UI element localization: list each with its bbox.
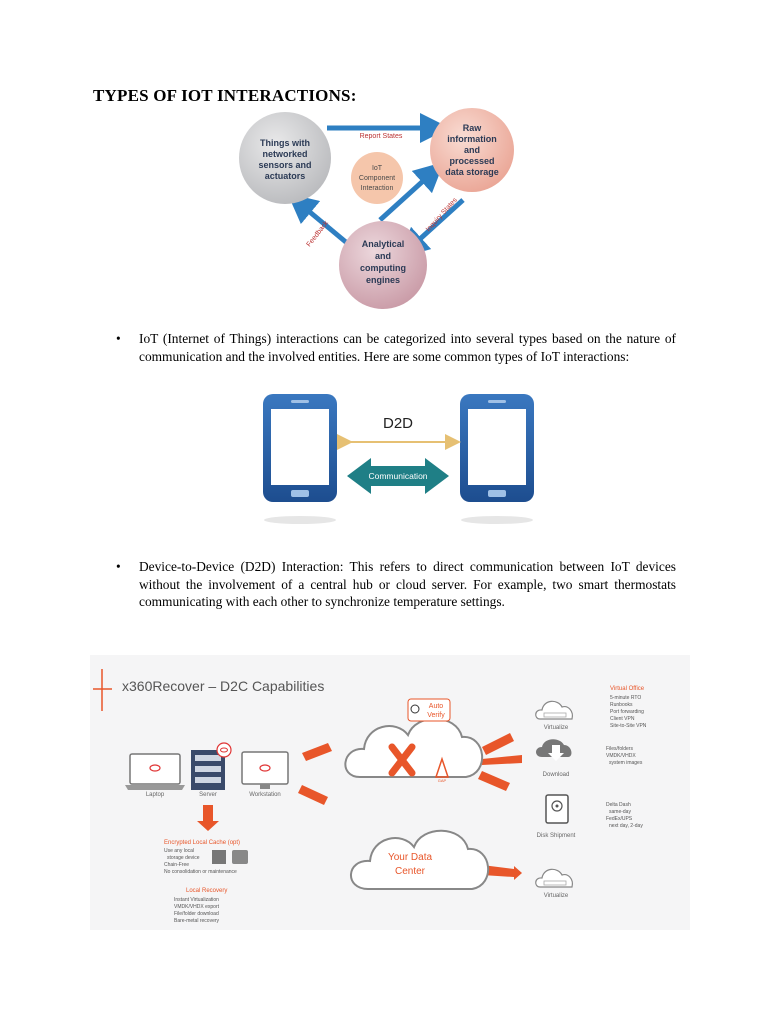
storage-line: and xyxy=(464,145,480,155)
center-line: IoT xyxy=(372,165,383,172)
virtualize-cloud-icon xyxy=(535,868,573,888)
center-line: Component xyxy=(359,175,395,182)
local-recovery-title: Local Recovery xyxy=(186,888,227,894)
storage-line: data storage xyxy=(445,167,499,177)
gap-logo xyxy=(434,756,450,778)
bullet-text: IoT (Internet of Things) interactions ca… xyxy=(139,331,676,364)
download-arrow-icon xyxy=(548,745,564,761)
right-item-label: Disk Shipment xyxy=(537,833,576,839)
things-node xyxy=(239,112,331,204)
inquiry-states-label: Inquiry States xyxy=(425,196,459,233)
right-item-label: Virtualize xyxy=(544,725,569,731)
bullet-item-intro: • IoT (Internet of Things) interactions … xyxy=(116,330,676,365)
virtualize-cloud-icon xyxy=(543,712,567,718)
bullet-text: Device-to-Device (D2D) Interaction: This… xyxy=(139,559,676,609)
device-label: Server xyxy=(199,792,217,798)
analytics-to-storage-arrow xyxy=(378,161,445,222)
storage-line: Raw xyxy=(463,123,483,133)
virtual-office-item: Runbooks xyxy=(610,702,633,708)
bullet-marker: • xyxy=(116,331,121,346)
device-label: Laptop xyxy=(146,792,165,798)
analytics-line: and xyxy=(375,251,391,261)
cache-item: No consolidation or maintenance xyxy=(164,869,237,875)
download-item: Files/folders xyxy=(606,746,633,752)
disk-item: Delta Dash xyxy=(606,802,631,808)
data-center-cloud-icon xyxy=(350,829,489,890)
workstation-icon xyxy=(241,751,289,789)
communication-label: Communication xyxy=(368,471,427,481)
download-item: system images xyxy=(609,760,643,766)
center-line: Interaction xyxy=(361,185,394,192)
cache-item: Chain-Free xyxy=(164,862,189,868)
flow-arrows xyxy=(197,733,522,880)
x360-title: x360Recover – D2C Capabilities xyxy=(122,678,324,694)
bullet-marker: • xyxy=(116,559,121,574)
virtual-office-item: Site-to-Site VPN xyxy=(610,723,647,729)
disk-item: same-day xyxy=(609,809,631,815)
virtualize-cloud-icon xyxy=(535,700,573,720)
page-heading: TYPES OF IOT INTERACTIONS: xyxy=(93,86,357,105)
phone-icon xyxy=(460,394,534,524)
data-center-line: Center xyxy=(395,866,426,877)
communication-arrow xyxy=(347,458,449,494)
things-line: networked xyxy=(262,149,307,159)
x360-logo xyxy=(388,743,416,777)
local-recovery-item: VMDK/VHDX export xyxy=(174,904,220,910)
data-center-line: Your Data xyxy=(388,852,433,863)
local-recovery-item: File/folder download xyxy=(174,911,219,917)
storage-node xyxy=(430,108,514,192)
cache-item: Use any local xyxy=(164,848,194,854)
disk-item: next day, 2-day xyxy=(609,823,643,829)
laptop-icon xyxy=(125,753,185,790)
server-icon xyxy=(191,742,232,790)
lock-icon xyxy=(410,704,420,714)
things-line: sensors and xyxy=(258,160,311,170)
bottom-virtualize-label: Virtualize xyxy=(544,893,569,899)
local-recovery-item: Bare-metal recovery xyxy=(174,918,220,924)
x360recover-diagram: x360Recover – D2C Capabilities Laptop Se… xyxy=(90,655,690,930)
cache-title: Encrypted Local Cache (opt) xyxy=(164,840,240,846)
device-label: Workstation xyxy=(249,792,281,798)
analytics-line: engines xyxy=(366,275,400,285)
virtualize-cloud-icon xyxy=(543,880,567,886)
virtual-office-item: Port forwarding xyxy=(610,709,644,715)
storage-line: information xyxy=(447,134,497,144)
iot-interactions-diagram: Report States Feedback Inquiry States Th… xyxy=(239,108,514,309)
bullet-item-d2d: • Device-to-Device (D2D) Interaction: Th… xyxy=(116,558,676,611)
right-item-label: Download xyxy=(543,772,570,778)
disk-icon xyxy=(545,794,569,824)
things-line: actuators xyxy=(265,171,306,181)
local-recovery-item: Instant Virtualization xyxy=(174,897,219,903)
d2d-label: D2D xyxy=(383,415,413,432)
storage-line: processed xyxy=(449,156,494,166)
center-node xyxy=(351,152,403,204)
auto-verify-line: Verify xyxy=(427,712,445,719)
d2d-diagram: D2D Communication xyxy=(263,394,534,524)
drive-icon xyxy=(232,850,248,864)
cache-item: storage device xyxy=(167,855,200,861)
feedback-arrow xyxy=(287,193,355,250)
download-item: VMDK/VHDX xyxy=(606,753,636,759)
storage-device-icon xyxy=(212,850,226,864)
analytics-node xyxy=(339,221,427,309)
virtual-office-title: Virtual Office xyxy=(610,686,645,692)
analytics-line: computing xyxy=(360,263,406,273)
phone-icon xyxy=(263,394,337,524)
analytics-line: Analytical xyxy=(362,239,405,249)
virtual-office-item: Client VPN xyxy=(610,716,635,722)
virtual-office-item: 5-minute RTO xyxy=(610,695,641,701)
disk-item: FedEx/UPS xyxy=(606,816,633,822)
report-states-label: Report States xyxy=(360,133,403,140)
feedback-label: Feedback xyxy=(306,219,331,248)
auto-verify-badge xyxy=(407,698,451,722)
things-line: Things with xyxy=(260,138,310,148)
gap-logo-text: GAP xyxy=(438,778,447,783)
auto-verify-line: Auto xyxy=(429,703,444,710)
